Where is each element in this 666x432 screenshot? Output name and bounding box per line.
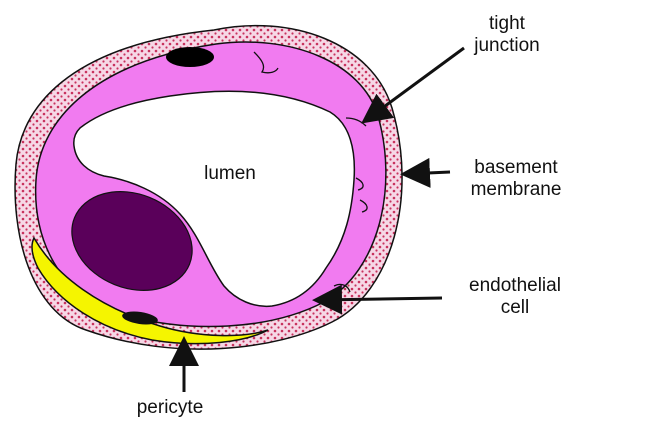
endothelial-cell-label: endothelial cell bbox=[440, 275, 590, 319]
tight-junction-label-line1: tight bbox=[489, 13, 525, 34]
basement-membrane-label-line1: basement bbox=[474, 157, 558, 178]
endothelial-cell-label-line2: cell bbox=[500, 297, 530, 318]
lumen-space bbox=[73, 90, 356, 308]
basement-membrane-label-line2: membrane bbox=[470, 179, 562, 200]
tight-junction-arrow bbox=[361, 46, 465, 124]
pericyte-nucleus bbox=[122, 311, 158, 325]
endothelial-cell-label-line1: endothelial bbox=[469, 275, 561, 296]
tight-junction-label: tight junction bbox=[452, 13, 562, 57]
pericyte-label: pericyte bbox=[136, 397, 204, 418]
cleft-mid-right bbox=[355, 177, 368, 213]
endothelial-cell-arrow bbox=[312, 284, 443, 315]
cleft-top bbox=[253, 51, 279, 74]
cleft-right bbox=[345, 117, 367, 127]
pericyte-cell bbox=[31, 236, 269, 345]
lumen-label: lumen bbox=[204, 163, 256, 184]
basement-membrane-arrow bbox=[400, 157, 451, 188]
top-nucleus bbox=[166, 47, 214, 67]
endothelial-nucleus bbox=[71, 191, 193, 291]
basement-membrane-label: basement membrane bbox=[446, 157, 586, 201]
tight-junction-label-line2: junction bbox=[474, 35, 540, 56]
